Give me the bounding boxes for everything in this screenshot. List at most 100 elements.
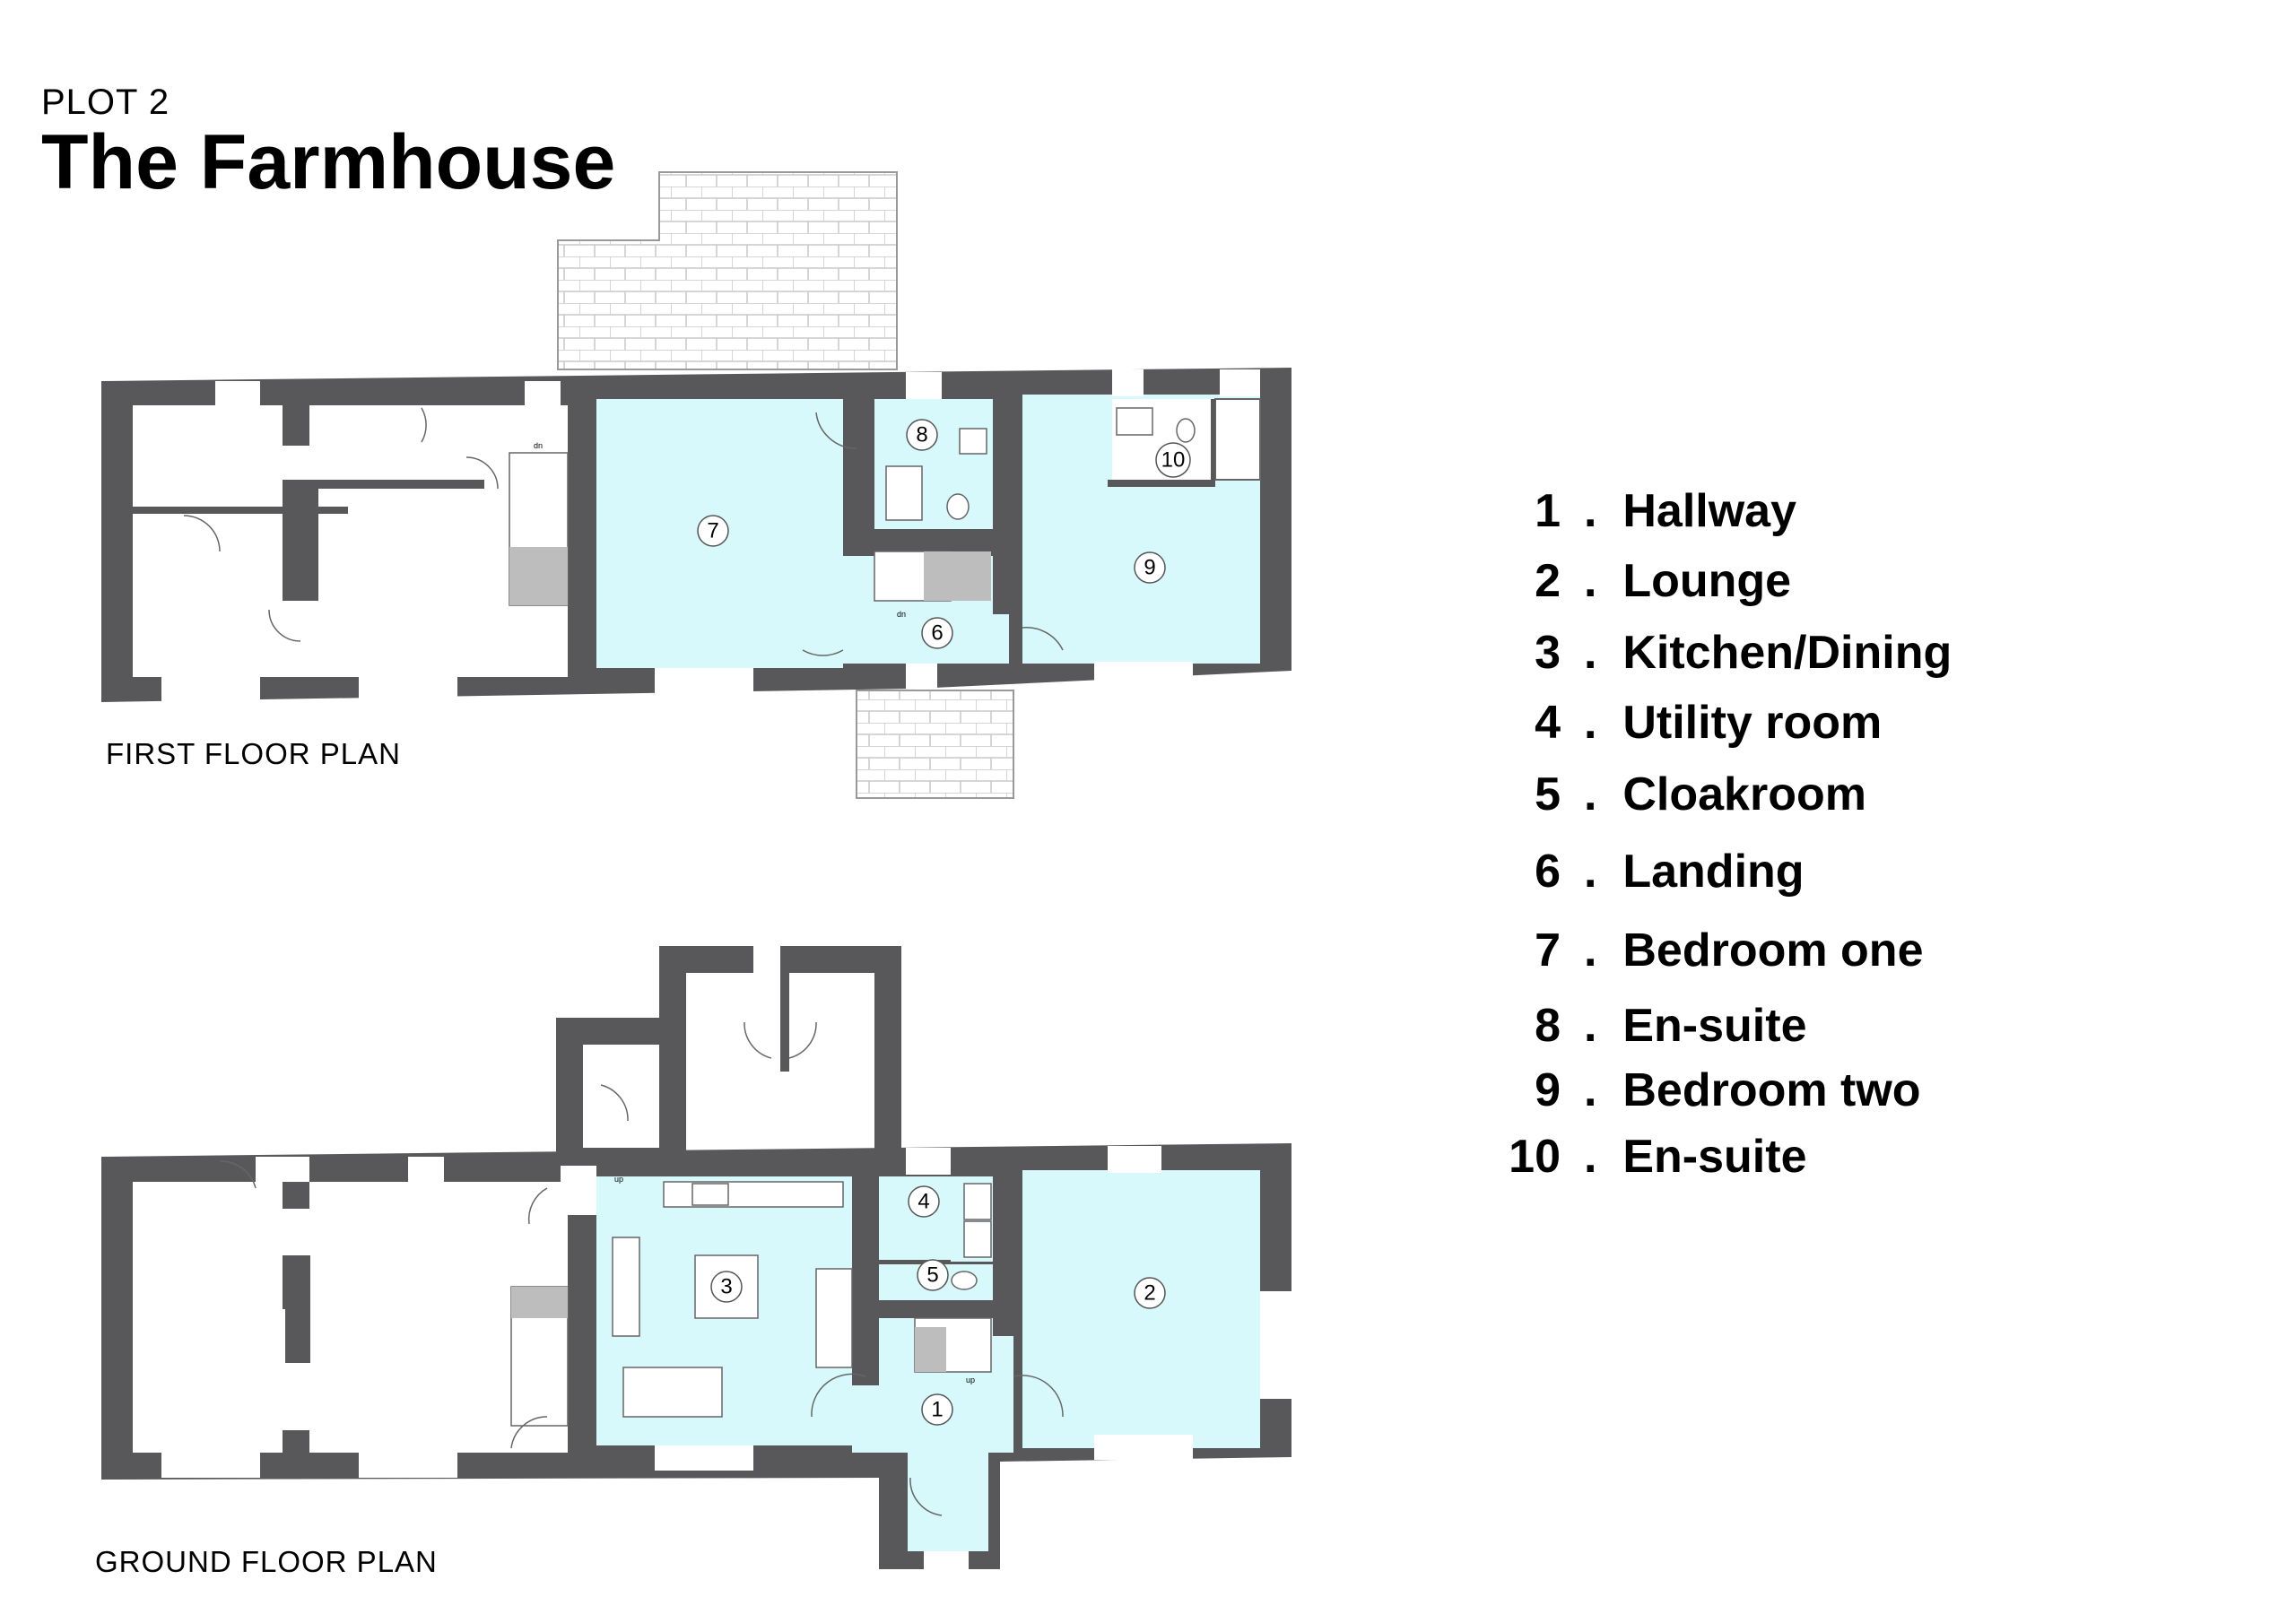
legend-item: 4. Utility room [1471,696,1882,750]
ground-floor-caption: GROUND FLOOR PLAN [95,1545,438,1578]
window [1094,1435,1193,1460]
svg-text:5: 5 [926,1263,938,1288]
room-marker-7: 7 [697,515,729,547]
room-marker-9: 9 [1134,551,1166,584]
door-swing [744,1021,772,1059]
window [1108,1146,1161,1173]
legend-label: Utility room [1622,697,1883,749]
door-swing [421,407,427,443]
door-swing [600,1084,629,1122]
legend-number: 4 [1535,697,1561,749]
basin [959,428,987,455]
legend-number: 2 [1535,555,1561,607]
shower-tray [885,465,923,521]
first-floor-wall [318,480,484,489]
svg-text:8: 8 [916,423,927,447]
svg-text:10: 10 [1161,448,1186,473]
stair-up-label: up [966,1376,975,1384]
legend-label: Lounge [1622,555,1792,607]
ground-floor-wall [283,1182,309,1209]
toilet [951,1271,978,1290]
stair-up-label: up [614,1175,623,1184]
room-2-fill [1022,1170,1260,1448]
ground-floor-wall [852,1215,879,1385]
door-swing [219,1160,257,1189]
door-swing [815,412,857,449]
rear-lobby-interior [561,1166,596,1215]
svg-text:9: 9 [1144,556,1155,580]
room-marker-6: 6 [921,617,953,649]
door-swing [527,1187,548,1225]
first-floor-wall [283,405,309,446]
outbuilding-wall [780,973,789,1072]
legend-item: 5. Cloakroom [1471,768,1866,821]
door-swing [1013,1375,1064,1418]
first-floor-wall [283,480,318,601]
room-marker-2: 2 [1134,1277,1166,1309]
window [359,677,457,702]
room-marker-1: 1 [921,1393,953,1426]
kitchen-units [815,1268,853,1368]
legend-number: 9 [1535,1064,1561,1116]
legend-label: Bedroom two [1622,1064,1921,1116]
first-floor-west-stair-void [509,547,568,605]
window [655,1445,753,1471]
room-1-porch-fill [908,1453,988,1551]
window [924,1551,969,1569]
svg-text:4: 4 [918,1190,929,1214]
legend-label: Landing [1622,846,1805,898]
room-marker-3: 3 [710,1271,743,1303]
door-swing [802,649,844,656]
plot-label: PLOT 2 [41,82,170,122]
window [161,1453,260,1478]
door-swing [510,1416,548,1449]
ground-floor-plan: up up 3 [101,946,1292,1569]
first-floor-wall [568,395,596,677]
svg-text:2: 2 [1144,1281,1155,1306]
window [525,381,561,406]
page-title: The Farmhouse [41,119,616,205]
window [408,1157,444,1182]
room-marker-8: 8 [906,419,938,451]
legend-label: Cloakroom [1622,768,1866,820]
stair-down-label: dn [897,610,906,619]
toilet [1176,418,1196,443]
room-marker-5: 5 [917,1259,949,1291]
legend-number: 3 [1535,627,1561,679]
dining-table [622,1367,723,1418]
svg-text:6: 6 [931,621,943,646]
first-floor-plan: dn dn 7 8 [101,171,1292,799]
kitchen-island [694,1254,759,1319]
legend-label: En-suite [1622,1000,1807,1052]
kitchen-units [612,1237,640,1337]
window [215,381,260,406]
ground-floor-east-stair-void [915,1327,946,1372]
legend-number: 8 [1535,1000,1561,1052]
door-swing [465,456,499,490]
legend-item: 3. Kitchen/Dining [1471,626,1952,680]
svg-text:3: 3 [720,1275,732,1299]
ground-floor-west-stair-void [511,1287,568,1318]
legend-item: 6. Landing [1471,845,1805,898]
window [161,677,260,702]
first-floor-west-interior [133,405,568,677]
legend-item: 8. En-suite [1471,999,1807,1053]
first-floor-east-stair-void [924,551,991,601]
legend-item: 2. Lounge [1471,554,1791,608]
ground-floor-wall [993,1166,1022,1336]
window [655,668,753,693]
legend-number: 1 [1535,485,1561,537]
chimney-breast [285,1255,310,1363]
toilet [946,493,970,520]
door-swing [909,1477,943,1516]
ground-floor-wall [568,1215,596,1457]
paving-south [856,690,1014,799]
legend-item: 7. Bedroom one [1471,924,1923,977]
legend-number: 6 [1535,846,1561,898]
first-floor-wall [1108,480,1215,487]
paving-north [557,171,898,370]
legend-label: En-suite [1622,1131,1807,1183]
window [906,1148,951,1175]
legend-item: 10. En-suite [1471,1130,1807,1184]
svg-text:7: 7 [707,519,718,543]
